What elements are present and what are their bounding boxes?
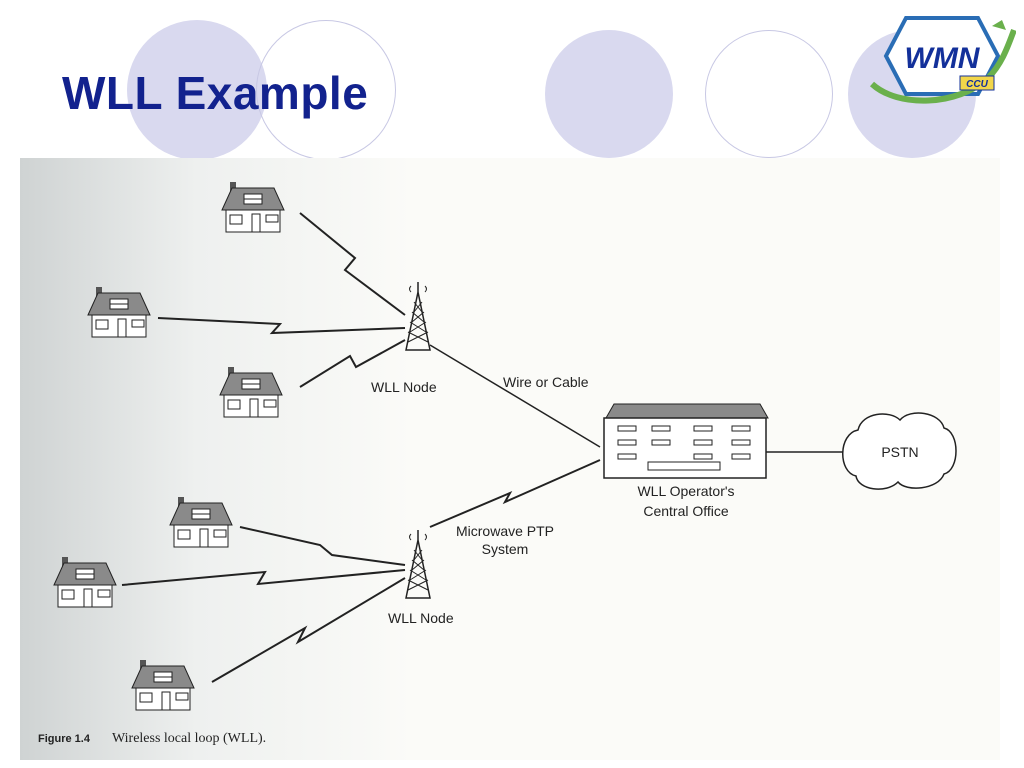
decor-circle-1: [127, 20, 267, 160]
logo-subtext: CCU: [966, 79, 988, 90]
wireless-link: [299, 339, 406, 388]
microwave-label-line2: System: [482, 541, 529, 557]
logo-hexagon: [883, 16, 1001, 96]
central-office-label-line2: Central Office: [643, 503, 729, 519]
wmn-ccu-logo: WMN CCU: [869, 16, 1016, 104]
house: [221, 181, 285, 233]
house: [219, 366, 283, 418]
pstn-label: PSTN: [881, 444, 918, 460]
figure-caption: Wireless local loop (WLL).: [112, 731, 266, 746]
wireless-link: [157, 317, 406, 335]
wll-node-top-label: WLL Node: [371, 379, 437, 395]
pstn-cloud: [842, 412, 957, 490]
slide-title: WLL Example: [62, 67, 369, 119]
wire-or-cable-label: Wire or Cable: [503, 374, 589, 390]
figure-background: [20, 158, 1000, 760]
microwave-label-line1: Microwave PTP: [456, 523, 554, 539]
house: [131, 659, 195, 711]
logo-text: WMN: [905, 42, 981, 75]
central-office-building: [603, 403, 769, 479]
central-office-label-line1: WLL Operator's: [637, 483, 734, 499]
house: [169, 496, 233, 548]
logo-swoosh-tip: [992, 20, 1006, 30]
figure-number: Figure 1.4: [38, 733, 91, 745]
wireless-link: [121, 569, 406, 586]
house: [53, 556, 117, 608]
wire-or-cable-link: [429, 344, 601, 448]
wll-diagram: WLL Node Wire or Cable WLL Operator's Ce…: [20, 158, 1000, 760]
wll-node-bottom-label: WLL Node: [388, 610, 454, 626]
wireless-link: [239, 526, 406, 566]
wireless-link: [299, 212, 406, 316]
decor-circle-3: [545, 30, 673, 158]
microwave-ptp-link: [429, 459, 601, 528]
house: [87, 286, 151, 338]
logo-badge: [959, 75, 995, 91]
wireless-link: [211, 577, 406, 683]
decor-circle-4: [705, 30, 833, 158]
wll-figure: WLL Node Wire or Cable WLL Operator's Ce…: [20, 158, 1000, 760]
